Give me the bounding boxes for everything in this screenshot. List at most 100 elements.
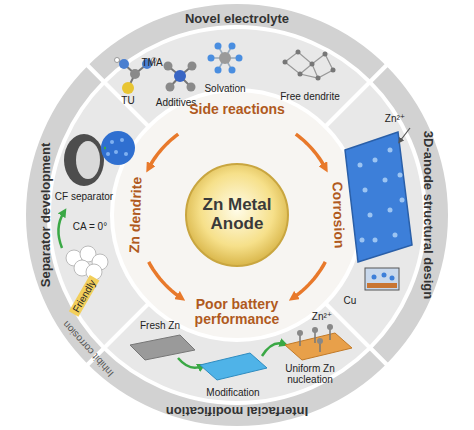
cu-inset: [365, 268, 399, 290]
annotation-label: TU: [121, 95, 134, 106]
cotton-fibers: [66, 250, 82, 266]
porous-anode: [373, 238, 378, 243]
annotation-label: Zn dendrite: [127, 177, 145, 254]
annotation-label: Fresh Zn: [140, 320, 180, 331]
solvation-cluster: [218, 46, 225, 58]
solvation-cluster: [208, 55, 215, 62]
porous-anode: [388, 208, 393, 213]
tu-molecule: [128, 74, 135, 88]
annotation-label: Solvation: [204, 83, 245, 94]
cotton-fibers: [74, 260, 90, 276]
nucleation-plate: [327, 324, 333, 330]
cu-inset: [372, 275, 377, 280]
sector-fill: [24, 64, 149, 365]
nucleation-plate: [297, 330, 303, 336]
dendrite-network: [285, 52, 333, 78]
porous-anode: [383, 178, 388, 183]
tu-molecule: [115, 58, 120, 63]
band-fill: [86, 348, 387, 428]
node-shape: [24, 64, 149, 365]
dendrite-network: [283, 60, 288, 65]
node-title: Separator development: [39, 143, 53, 288]
solvation-cluster: [215, 67, 222, 74]
tma-molecule: [168, 66, 192, 87]
dendrite-network: [312, 64, 318, 78]
band-fill: [370, 64, 450, 365]
solvation-cluster: [225, 58, 232, 70]
band-fill: [24, 64, 104, 365]
annotation-label: CA = 0°: [73, 221, 107, 232]
cycle-arrow: [293, 262, 325, 298]
fresh-zn-plate: [178, 358, 202, 368]
cf-separator: [104, 147, 106, 150]
solvation-cluster: [229, 43, 236, 50]
node-title: 3D-anode structural design: [421, 131, 435, 299]
annotation-label: Uniform Zn nucleation: [274, 363, 346, 385]
annotation-label: Cu: [344, 295, 357, 306]
porous-anode: [373, 158, 378, 163]
tma-molecule: [174, 70, 186, 82]
porous-anode: [358, 148, 405, 243]
node-title: Interfacial modification: [166, 404, 308, 418]
tma-molecule: [188, 62, 197, 71]
tma-molecule: [187, 83, 196, 92]
cf-separator: [64, 134, 104, 186]
nucleation-plate: [314, 331, 316, 343]
modified-plate: [262, 343, 284, 356]
modified-plate: [200, 353, 267, 380]
solvation-cluster: [215, 43, 222, 50]
tma-molecule: [180, 76, 191, 87]
porous-anode: [398, 173, 403, 178]
porous-anode: [360, 238, 365, 243]
porous-anode: [400, 128, 410, 141]
fresh-zn-plate: [130, 335, 202, 368]
porous-anode: [368, 213, 373, 218]
nucleation-plate: [285, 324, 352, 360]
tma-molecule: [164, 62, 173, 71]
annotation-label: Inhibit corrosion: [60, 319, 115, 379]
nucleation-plate: [285, 333, 352, 360]
tu-molecule: [124, 64, 135, 74]
dendrite-network: [300, 64, 312, 74]
cf-separator: [76, 141, 100, 179]
annotation-label: Side reactions: [189, 102, 285, 117]
core-circle-shape: [186, 164, 288, 266]
nucleation-plate: [317, 338, 323, 344]
dendrite-network: [316, 76, 321, 81]
modified-plate: [200, 343, 284, 380]
nucleation-plate: [329, 328, 331, 340]
cotton-fibers: [80, 246, 96, 262]
nucleation-plate: [300, 328, 330, 352]
core-circle: Zn Metal Anode: [185, 163, 289, 267]
cf-separator: [120, 138, 124, 142]
cycle-arrow: [149, 262, 181, 298]
dendrite-network: [323, 52, 328, 57]
cf-separator: [101, 131, 135, 165]
outer-disc: [24, 2, 450, 428]
cf-separator: [110, 140, 114, 144]
cf-separator: [64, 131, 135, 186]
porous-anode: [358, 163, 363, 168]
annotation-label: Zn²⁺: [312, 311, 332, 322]
dendrite-network: [298, 72, 303, 77]
tma-molecule: [164, 62, 197, 92]
tu-molecule: [130, 69, 140, 79]
node-title: Novel electrolyte: [185, 12, 289, 26]
nucleation-plate: [299, 334, 301, 346]
cf-separator: [106, 152, 110, 156]
annotation-label: Friendly: [69, 275, 99, 317]
solvation-cluster: [211, 46, 239, 70]
cu-inset: [365, 268, 399, 290]
cu-inset: [390, 276, 395, 281]
tma-molecule: [170, 76, 180, 87]
nucleation-plate: [312, 327, 318, 333]
cu-inset: [367, 283, 397, 288]
tu-molecule: [117, 60, 124, 64]
solvation-cluster: [225, 46, 232, 58]
porous-anode: [388, 148, 393, 153]
dendrite-network: [331, 68, 336, 73]
annotation-label: CF separator: [55, 191, 113, 202]
